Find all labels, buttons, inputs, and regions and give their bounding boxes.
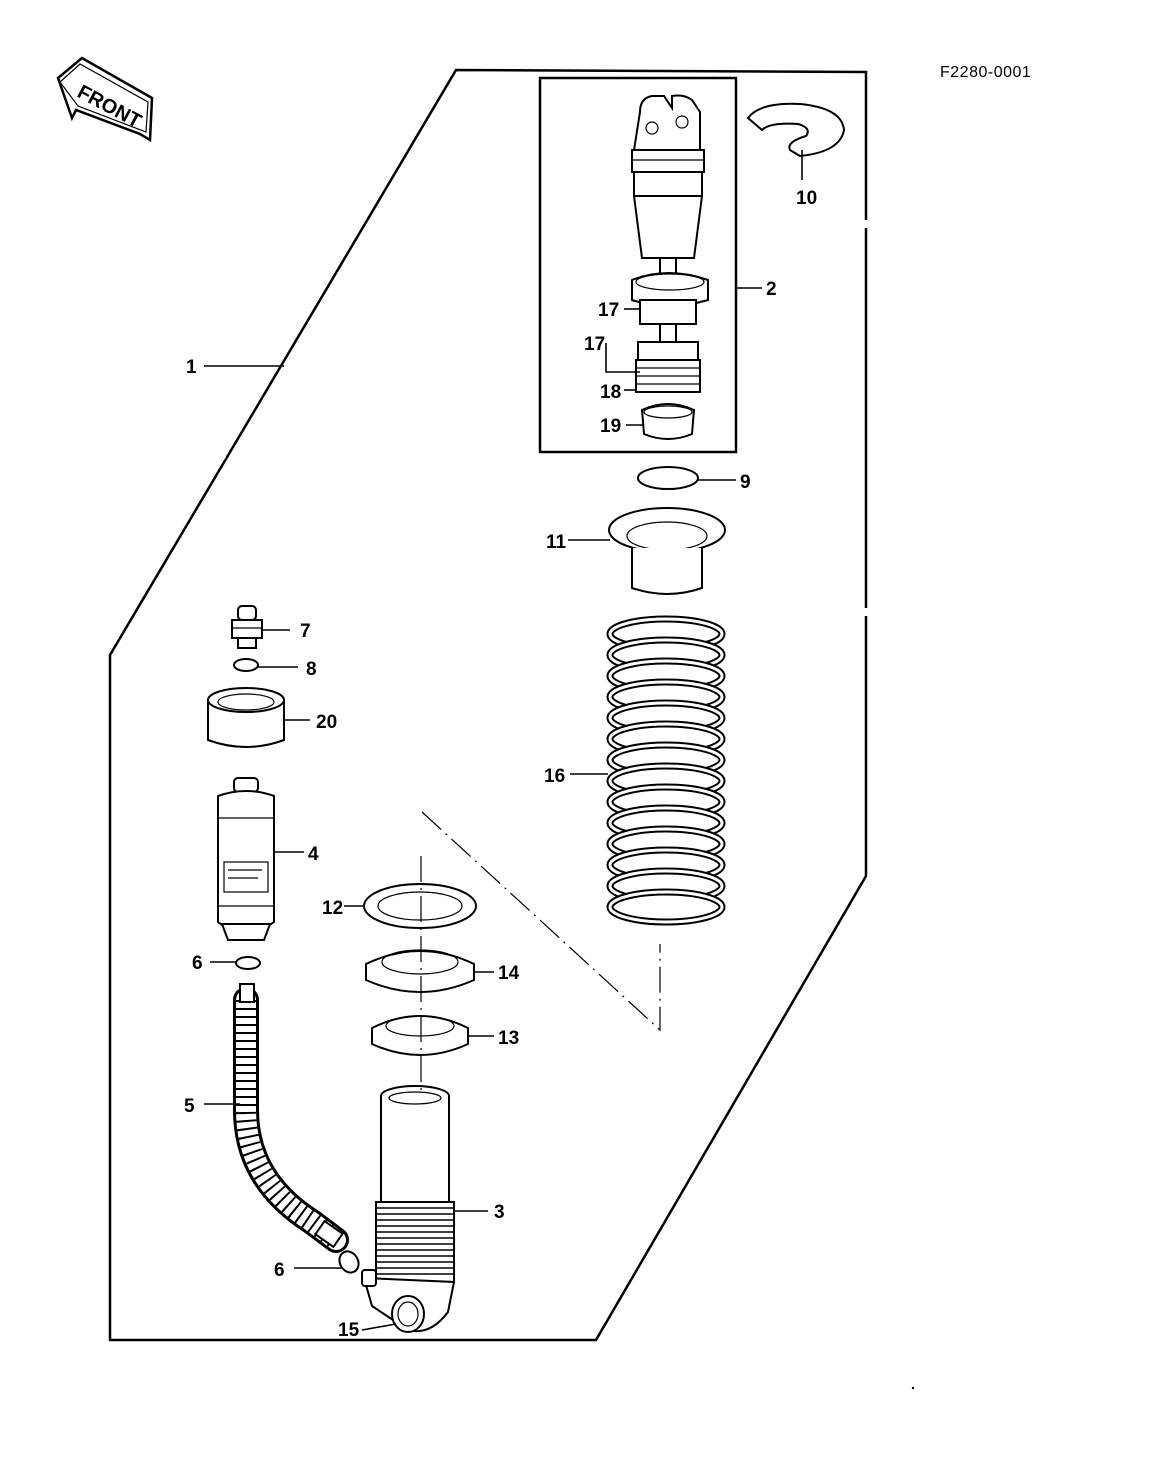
part-label-2: 2 [766,279,777,300]
part-label-8: 8 [306,659,317,680]
part-label-5: 5 [184,1096,195,1117]
spring-seat-part [608,507,726,595]
part-label-19: 19 [600,416,621,437]
part-label-12: 12 [322,898,343,919]
valve-washer-part [233,658,259,672]
part-label-7: 7 [300,621,311,642]
sealing-washer-lower [338,1250,360,1274]
part-label-15: 15 [338,1320,360,1341]
assembly-outline [108,68,868,1342]
part-label-16: 16 [544,766,565,787]
air-valve-part [231,605,263,649]
damper-rod-assembly [631,94,709,440]
lock-nut-part [371,1015,469,1056]
reservoir-cap-part [207,687,285,748]
part-label-17-lower: 17 [584,334,605,355]
leader-lines [204,150,803,1331]
coil-spring-part [606,615,726,926]
reservoir-tank-part [217,777,275,941]
spring-washer-part [363,883,477,929]
part-label-6-upper: 6 [192,953,203,974]
adjuster-nut-part [365,949,475,993]
part-label-4: 4 [308,844,319,865]
part-label-3: 3 [494,1202,505,1223]
part-label-10: 10 [796,188,817,209]
o-ring-part [637,466,699,490]
reservoir-hose-part [233,983,349,1253]
shock-body-part [361,1085,456,1333]
damper-unit-box [538,76,738,454]
part-label-11: 11 [546,532,567,553]
stray-dot [911,1386,915,1390]
eye-bushing-part [391,1295,425,1333]
spring-coil-highlight [608,890,724,924]
frame-break [213,454,226,468]
c-clip-part [746,102,846,158]
part-label-1: 1 [186,357,197,378]
front-arrow-icon: FRONT [56,56,154,143]
part-label-20: 20 [316,712,337,733]
diagram-code: F2280-0001 [940,64,1032,81]
part-label-6-lower: 6 [274,1260,285,1281]
part-label-17-upper: 17 [598,300,619,321]
part-label-18: 18 [600,382,621,403]
sealing-washer-upper [235,956,261,970]
part-label-13: 13 [498,1028,519,1049]
part-label-9: 9 [740,472,751,493]
assembly-center-line [421,811,661,1032]
part-label-14: 14 [498,963,520,984]
